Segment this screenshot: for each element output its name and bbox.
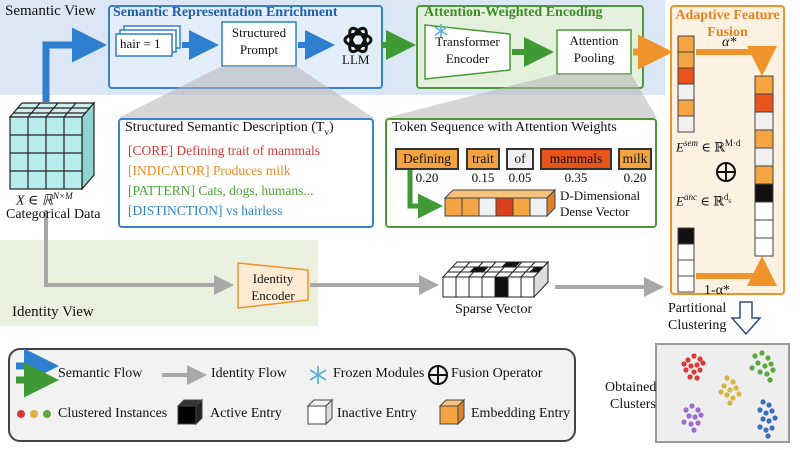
identity-encoder-line2: Encoder bbox=[251, 288, 295, 303]
legend-fusion-operator: Fusion Operator bbox=[451, 366, 543, 381]
eanc-label: Eanc ∈ ℝds bbox=[676, 192, 732, 209]
card-stack bbox=[115, 25, 181, 57]
legend-semantic-flow: Semantic Flow bbox=[58, 366, 143, 381]
legend-active-entry: Active Entry bbox=[210, 406, 282, 421]
dense-vector bbox=[443, 188, 557, 218]
partitional-line1: Partitional bbox=[668, 301, 727, 316]
identity-encoder-line1: Identity bbox=[252, 271, 294, 286]
semantic-flow-arrow-input bbox=[42, 27, 107, 102]
cluster-dots-blue bbox=[757, 399, 778, 439]
token-defining: Defining bbox=[395, 148, 459, 170]
identity-view-label: Identity View bbox=[12, 304, 94, 320]
identity-encoder-shape bbox=[237, 262, 309, 309]
identity-flow-arrow-input bbox=[44, 210, 234, 295]
prompt-line2: Prompt bbox=[239, 42, 279, 57]
eanc-column bbox=[677, 227, 695, 293]
card-text: hair = 1 bbox=[120, 36, 161, 51]
weight-milk: 0.20 bbox=[623, 170, 647, 185]
dense-line1: D-Dimensional bbox=[560, 188, 641, 203]
cluster-dots-red bbox=[681, 353, 706, 381]
cluster-dots-green bbox=[749, 350, 776, 383]
token-title: Token Sequence with Attention Weights bbox=[392, 120, 617, 135]
legend-dot-green bbox=[43, 410, 51, 418]
snowflake-icon bbox=[434, 24, 448, 38]
down-arrow-icon bbox=[730, 301, 762, 336]
clusters-line1: Obtained bbox=[605, 380, 657, 395]
input-cube bbox=[8, 101, 96, 191]
legend-inactive-cube bbox=[306, 398, 334, 426]
prompt-line1: Structured bbox=[231, 25, 287, 40]
legend-inactive-entry: Inactive Entry bbox=[337, 406, 417, 421]
legend-snowflake-icon bbox=[309, 366, 327, 384]
fusion-title-line1: Adaptive Feature bbox=[675, 8, 780, 23]
llm-icon bbox=[343, 26, 373, 54]
legend-identity-flow: Identity Flow bbox=[211, 366, 287, 381]
clusters-line2: Clusters bbox=[610, 397, 656, 412]
legend-dot-yellow bbox=[30, 410, 38, 418]
enrichment-title: Semantic Representation Enrichment bbox=[113, 5, 338, 20]
fusion-operator-icon bbox=[716, 162, 736, 182]
legend-frozen-modules: Frozen Modules bbox=[333, 366, 425, 381]
llm-label: LLM bbox=[342, 52, 370, 67]
description-line-pattern: [PATTERN] Cats, dogs, humans... bbox=[128, 183, 314, 198]
description-title: Structured Semantic Description (Tv) bbox=[125, 120, 334, 137]
weight-defining: 0.20 bbox=[415, 170, 439, 185]
sparse-vector-label: Sparse Vector bbox=[455, 302, 533, 317]
pooling-zoom-wedge bbox=[385, 74, 657, 118]
pooling-line1: Attention bbox=[569, 33, 619, 48]
structured-prompt-box bbox=[221, 21, 297, 67]
description-line-indicator: [INDICATOR] Produces milk bbox=[128, 163, 291, 178]
attention-pooling-box bbox=[556, 29, 632, 75]
legend-panel bbox=[8, 348, 576, 442]
cluster-dots-yellow bbox=[718, 375, 742, 406]
pooling-line2: Pooling bbox=[573, 50, 615, 65]
sparse-vector bbox=[441, 260, 550, 299]
one-minus-alpha-label: 1-α* bbox=[704, 283, 730, 298]
description-panel bbox=[118, 118, 374, 228]
legend-active-cube bbox=[176, 398, 204, 426]
partitional-line2: Clustering bbox=[668, 318, 727, 333]
input-math: X ∈ ℝN×M bbox=[16, 191, 73, 209]
weight-of: 0.05 bbox=[508, 170, 532, 185]
token-mammals: mammals bbox=[540, 148, 612, 170]
esem-column bbox=[677, 35, 695, 133]
semantic-view-label: Semantic View bbox=[5, 3, 96, 19]
weight-trait: 0.15 bbox=[471, 170, 495, 185]
description-line-distinction: [DISTINCTION] vs hairless bbox=[128, 203, 283, 218]
description-line-core: [CORE] Defining trait of mammals bbox=[128, 143, 320, 158]
legend-embedding-cube bbox=[438, 398, 466, 426]
fusion-title-line2: Fusion bbox=[707, 25, 748, 40]
transformer-line1: Transformer bbox=[435, 34, 500, 49]
legend-dot-red bbox=[17, 410, 25, 418]
transformer-line2: Encoder bbox=[445, 51, 490, 66]
legend-fusion-operator-icon bbox=[428, 365, 448, 385]
token-trait: trait bbox=[466, 148, 500, 170]
encoding-title: Attention-Weighted Encoding bbox=[424, 5, 603, 20]
legend-clustered-instances: Clustered Instances bbox=[58, 406, 168, 421]
fused-column bbox=[754, 75, 774, 257]
token-of: of bbox=[506, 148, 534, 170]
dense-line2: Dense Vector bbox=[560, 204, 630, 219]
legend-embedding-entry: Embedding Entry bbox=[471, 406, 571, 421]
esem-label: Esem ∈ ℝM·d bbox=[676, 138, 741, 155]
weight-mammals: 0.35 bbox=[564, 170, 588, 185]
input-label: Categorical Data bbox=[6, 207, 101, 222]
transformer-encoder-shape bbox=[424, 24, 511, 80]
prompt-zoom-wedge bbox=[118, 66, 374, 118]
token-milk: milk bbox=[618, 148, 652, 170]
alpha-label: α* bbox=[722, 35, 737, 50]
cluster-dots-purple bbox=[681, 403, 704, 433]
